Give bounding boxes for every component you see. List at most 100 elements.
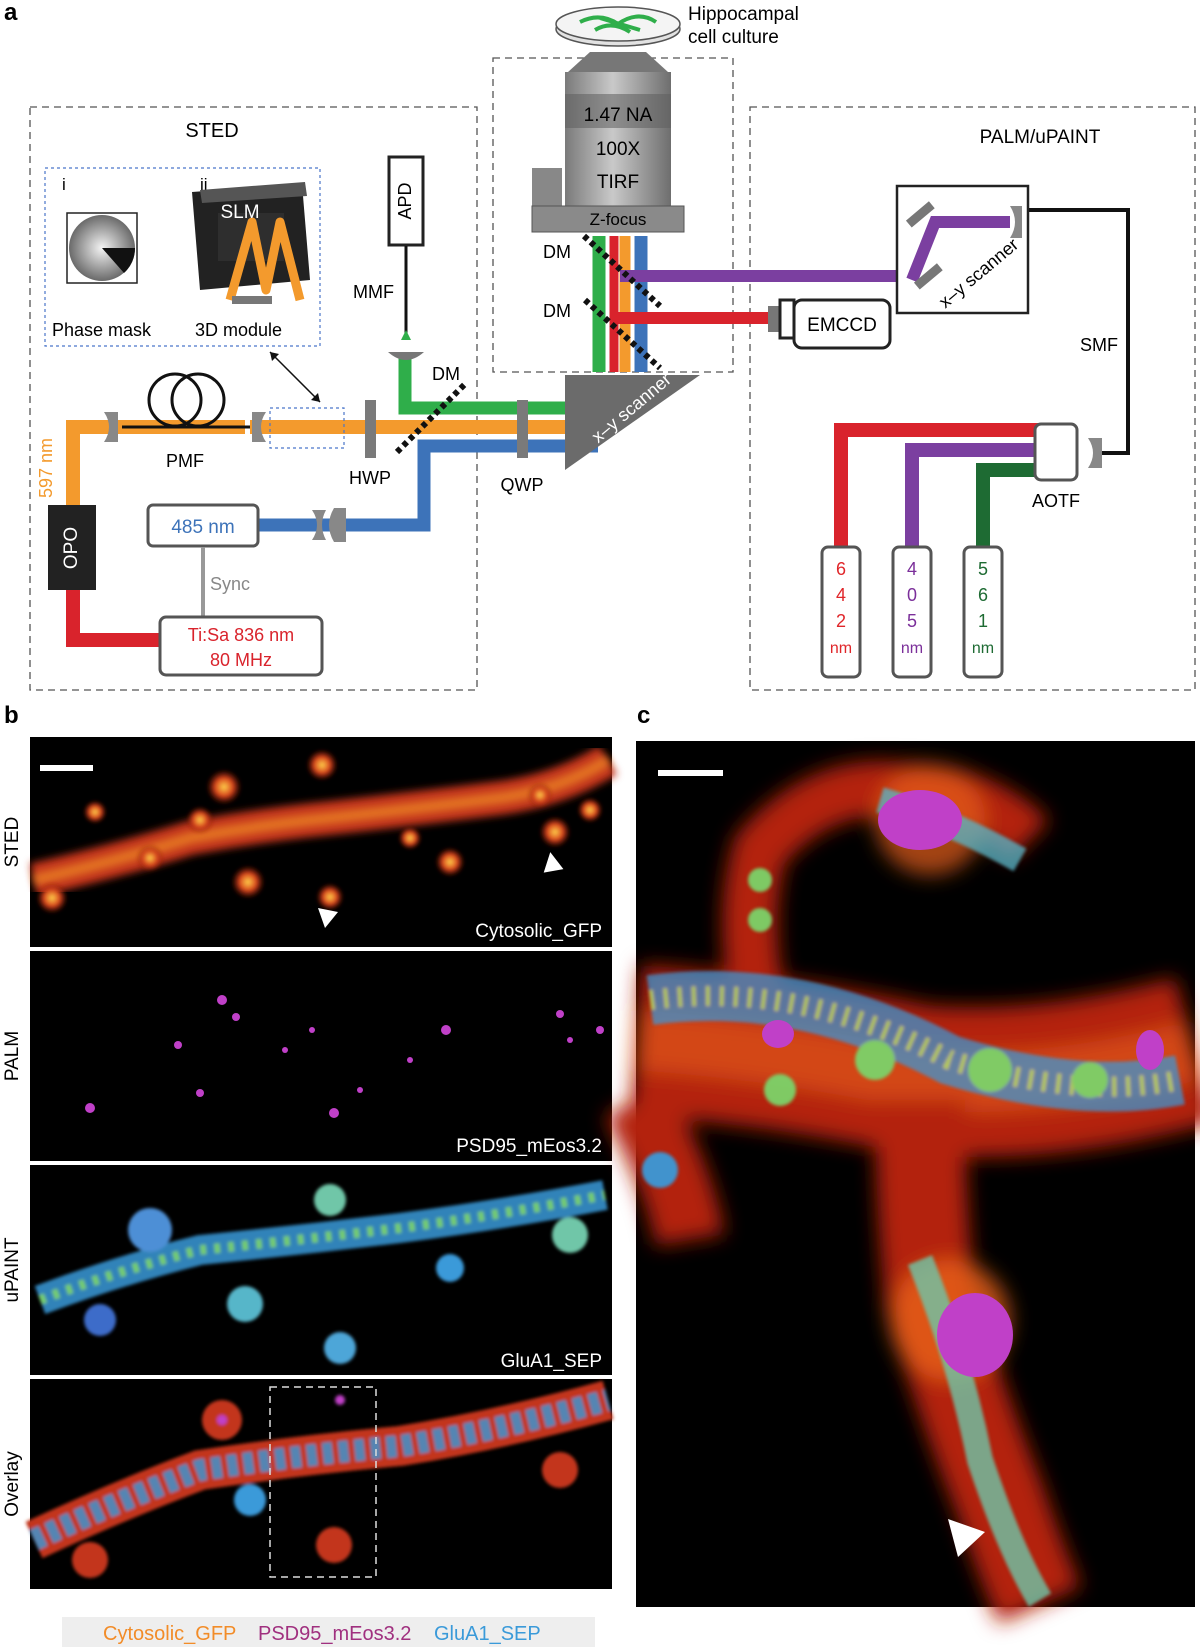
beam-green-561 <box>976 463 1035 548</box>
laser-unit-0: nm <box>830 640 852 657</box>
scanner-mirror-a <box>905 201 935 228</box>
laser-digit-2-0: 5 <box>978 559 988 579</box>
panel-a: a STED PALM/uPAINT i ii Phase mask SLM 3… <box>4 0 1196 691</box>
beam-green-detection <box>398 352 598 415</box>
beam-purple-in-scanner <box>906 216 1010 283</box>
dm-upper-label: DM <box>543 242 571 262</box>
lens-485-a <box>312 510 326 540</box>
dm-sted-label: DM <box>432 364 460 384</box>
tisa-label-line1: Ti:Sa 836 nm <box>188 625 294 645</box>
mmf-tip <box>401 330 411 340</box>
b-upaint-tracks <box>34 1180 608 1364</box>
c-scale-bar <box>658 770 723 776</box>
b-palm-puncta <box>85 995 604 1118</box>
sample-label-line2: cell culture <box>688 27 779 48</box>
pmf-label: PMF <box>166 451 204 471</box>
scanner-mirror-b <box>913 263 943 290</box>
c-arrowhead <box>948 1519 985 1557</box>
inset-label-i: i <box>62 175 66 194</box>
inset-link-arrow <box>269 351 321 403</box>
c-psd95-clusters <box>762 790 1164 1377</box>
opo-box <box>48 505 96 590</box>
b-side-label-upaint: uPAINT <box>2 1237 23 1303</box>
sted-scanner <box>565 375 700 470</box>
aotf-box <box>1033 422 1079 482</box>
b-side-label-overlay: Overlay <box>2 1451 23 1517</box>
dm-lower-label: DM <box>543 301 571 321</box>
apd-label: APD <box>395 182 415 219</box>
hwp-label: HWP <box>349 468 391 488</box>
laser-digit-1-2: 5 <box>907 611 917 631</box>
tisa-label-line2: 80 MHz <box>210 650 272 670</box>
laser-digit-0-2: 2 <box>836 611 846 631</box>
inset-label-ii: ii <box>200 175 208 194</box>
qwp-label: QWP <box>501 475 544 495</box>
b-probe-sted: Cytosolic_GFP <box>475 921 602 942</box>
panel-letter-a: a <box>4 0 18 26</box>
b-palm-image <box>30 951 612 1161</box>
b-scale-bar <box>40 765 93 771</box>
b-probe-palm: PSD95_mEos3.2 <box>456 1136 602 1157</box>
z-focus-label: Z-focus <box>590 210 647 229</box>
b-overlay-crop-box <box>269 1386 377 1578</box>
apd-box <box>387 155 425 247</box>
module-3d-label: 3D module <box>195 320 282 340</box>
emccd-label: EMCCD <box>807 315 877 336</box>
laser-485-label: 485 nm <box>171 517 234 538</box>
laser-digit-0-0: 6 <box>836 559 846 579</box>
palm-box <box>749 106 1196 691</box>
qwp-icon <box>517 400 528 458</box>
laser-digit-1-1: 0 <box>907 585 917 605</box>
sted-box <box>29 106 478 691</box>
mmf-label: MMF <box>353 282 394 302</box>
hwp-icon <box>365 400 376 458</box>
laser-digit-2-2: 1 <box>978 611 988 631</box>
laser-unit-1: nm <box>901 640 923 657</box>
phase-mask-icon <box>66 212 138 284</box>
pmf-coil-icon <box>104 372 266 442</box>
smf-fiber <box>1018 208 1130 455</box>
laser-485-box <box>146 503 260 548</box>
panel-c: c <box>605 702 1200 1624</box>
legend-gfp: Cytosolic_GFP <box>103 1623 236 1645</box>
dm-sted <box>394 380 469 455</box>
laser-box-0: 6 4 2 nm <box>820 545 862 679</box>
emccd-camera-icon <box>768 298 892 350</box>
beam-purple-405 <box>905 443 1072 548</box>
panel-letter-b: b <box>4 702 19 729</box>
beam-orange-597 <box>66 420 245 505</box>
legend-psd95: PSD95_mEos3.2 <box>258 1623 411 1645</box>
b-legend: Cytosolic_GFP PSD95_mEos3.2 GluA1_SEP <box>103 1623 541 1645</box>
beam-red-tisa <box>66 590 160 647</box>
objective-type: TIRF <box>597 172 639 193</box>
objective-na: 1.47 NA <box>584 105 653 126</box>
b-probe-upaint: GluA1_SEP <box>501 1351 602 1372</box>
objective-icon <box>531 52 685 233</box>
slm-label: SLM <box>220 202 259 223</box>
slm-placeholder-box <box>269 407 345 449</box>
b-legend-band <box>62 1617 595 1647</box>
objective-mag: 100X <box>596 139 641 160</box>
sample-dish-icon <box>555 6 681 47</box>
smf-label: SMF <box>1080 335 1118 355</box>
phase-mask-label: Phase mask <box>52 320 152 340</box>
laser-digit-1-0: 4 <box>907 559 917 579</box>
tisa-box <box>158 615 324 677</box>
opo-label: OPO <box>61 527 82 569</box>
beam-blue-485 <box>258 439 598 532</box>
beam-red-642 <box>834 423 1068 548</box>
laser-digit-0-1: 4 <box>836 585 846 605</box>
sample-label-line1: Hippocampal <box>688 4 799 25</box>
aotf-lens <box>1088 438 1102 468</box>
inset-box <box>44 167 321 347</box>
laser-digit-2-1: 6 <box>978 585 988 605</box>
c-tracks <box>642 787 1185 1607</box>
panel-b: b <box>2 702 618 1647</box>
dm-lower <box>582 297 663 371</box>
laser-597-label: 597 nm <box>36 438 56 498</box>
b-overlay-composite <box>25 1380 614 1578</box>
legend-glua1: GluA1_SEP <box>434 1623 541 1645</box>
b-side-label-palm: PALM <box>2 1031 23 1081</box>
